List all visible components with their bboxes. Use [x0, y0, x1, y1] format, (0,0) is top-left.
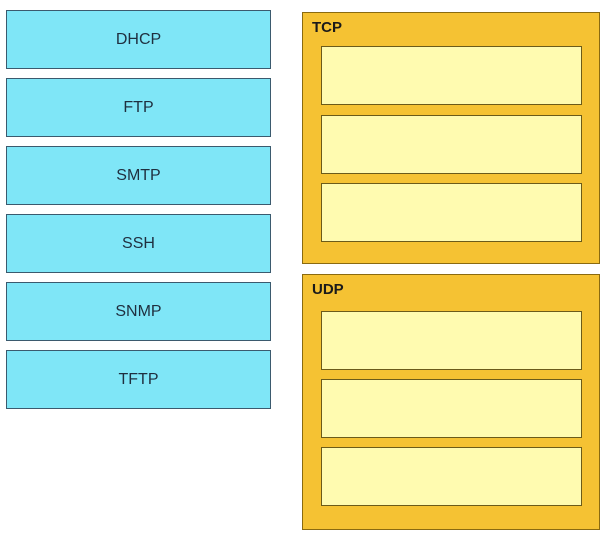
tcp-drop-slot-1[interactable]: [321, 46, 582, 105]
udp-drop-slot-2[interactable]: [321, 379, 582, 438]
protocol-source-list: DHCP FTP SMTP SSH SNMP TFTP: [6, 10, 271, 418]
tcp-target-group: TCP: [302, 12, 600, 264]
protocol-label: DHCP: [115, 30, 162, 48]
protocol-label: FTP: [123, 98, 154, 116]
protocol-label: TFTP: [118, 370, 159, 388]
udp-drop-slot-3[interactable]: [321, 447, 582, 506]
udp-drop-slot-1[interactable]: [321, 311, 582, 370]
protocol-label: SSH: [122, 234, 155, 252]
protocol-item-ftp[interactable]: FTP: [6, 78, 271, 137]
tcp-drop-slot-3[interactable]: [321, 183, 582, 242]
protocol-item-smtp[interactable]: SMTP: [6, 146, 271, 205]
tcp-group-title: TCP: [312, 19, 342, 36]
protocol-item-ssh[interactable]: SSH: [6, 214, 271, 273]
protocol-item-snmp[interactable]: SNMP: [6, 282, 271, 341]
protocol-item-tftp[interactable]: TFTP: [6, 350, 271, 409]
udp-target-group: UDP: [302, 274, 600, 530]
udp-group-title: UDP: [312, 281, 344, 298]
protocol-item-dhcp[interactable]: DHCP: [6, 10, 271, 69]
protocol-label: SNMP: [115, 302, 162, 320]
protocol-label: SMTP: [116, 166, 161, 184]
tcp-drop-slot-2[interactable]: [321, 115, 582, 174]
